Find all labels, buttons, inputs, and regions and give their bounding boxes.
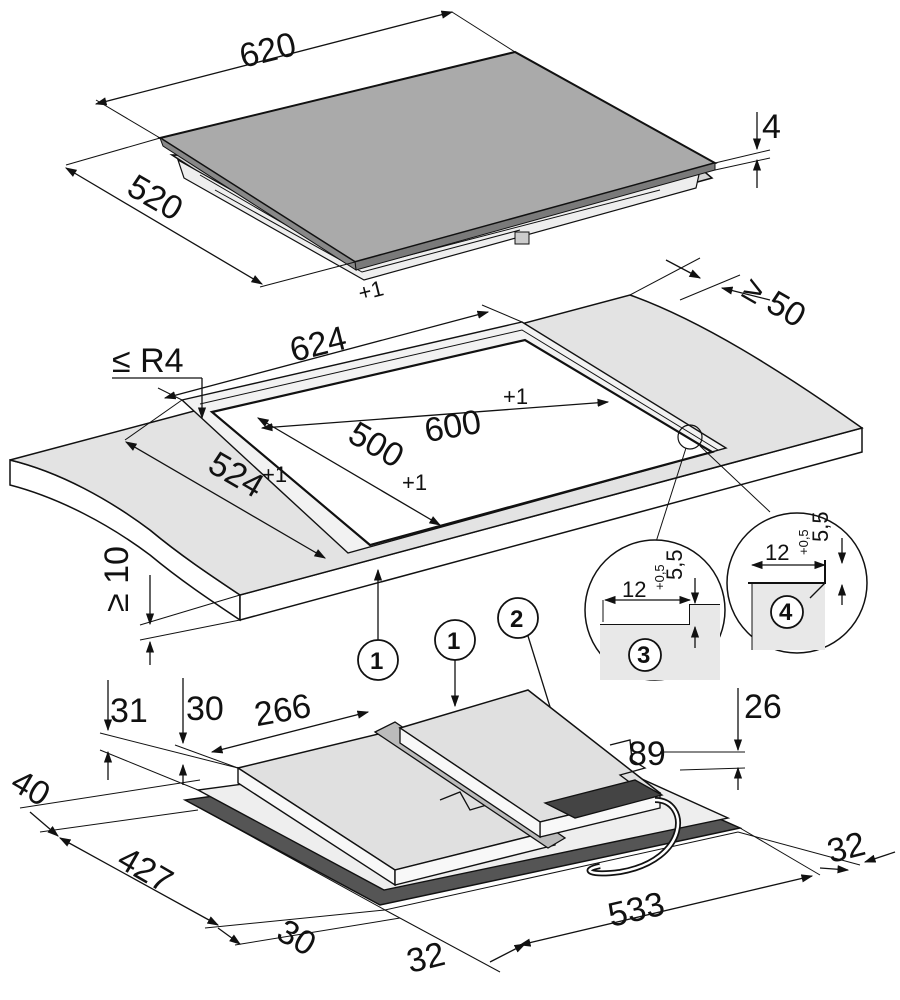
svg-text:1: 1 [447, 628, 460, 655]
detail-3-inset: 12 5,5 +0,5 3 [584, 447, 726, 681]
underside-89-label: 89 [628, 735, 666, 773]
underside-427-label: 427 [111, 839, 179, 900]
detail-4-inset: 12 5,5 +0,5 4 [699, 445, 868, 654]
hob-illustration [157, 50, 718, 281]
dim-glass-thickness: 4 [714, 108, 781, 188]
underside-30-bottom-label: 30 [270, 912, 322, 964]
dim-underside-32-bottom: 32 [384, 909, 527, 981]
dim-underside-427: 427 [58, 837, 220, 926]
cutout-outer-depth-tol: +1 [262, 462, 287, 487]
callout-1-left: 1 [357, 639, 399, 681]
glass-ceramic-top [157, 50, 718, 264]
rear-distance-label: ≥ 50 [736, 269, 812, 335]
dim-underside-30: 30 [174, 678, 239, 785]
detail3-depth: 5,5 [662, 549, 687, 580]
detail3-width: 12 [622, 577, 646, 602]
dim-underside-89: 89 [628, 735, 666, 773]
dim-underside-32-right: 32 [737, 825, 896, 874]
dim-worktop-thickness: ≥ 10 [98, 546, 241, 665]
underside-26-label: 26 [744, 688, 782, 726]
svg-text:1: 1 [370, 648, 383, 675]
detail3-tol: +0,5 [652, 564, 667, 590]
cutout-outer-width-label: 624 [286, 319, 350, 370]
detail3-number: 3 [637, 642, 650, 669]
detail4-width: 12 [765, 540, 789, 565]
dim-corner-radius: ≤ R4 [112, 342, 207, 420]
underside-40-label: 40 [5, 762, 57, 814]
dim-underside-26: 26 [660, 688, 782, 790]
detail4-depth: 5,5 [808, 511, 833, 542]
underside-31-label: 31 [110, 692, 148, 730]
underside-30-label: 30 [186, 690, 224, 728]
hob-underside-illustration [182, 689, 743, 911]
detail4-tol: +0,5 [796, 529, 811, 555]
corner-radius-label: ≤ R4 [112, 342, 184, 380]
underside-32-right-label: 32 [823, 825, 869, 871]
worktop-thickness-label: ≥ 10 [98, 546, 136, 612]
svg-text:2: 2 [510, 606, 523, 633]
dim-underside-40: 40 [5, 762, 201, 837]
cutout-inner-depth-tol: +1 [402, 470, 427, 495]
hob-depth-label: 520 [121, 167, 189, 228]
dim-underside-30-bottom: 30 [204, 909, 401, 964]
callout-1-right: 1 [434, 619, 476, 708]
cutout-outer-width-tol: +1 [356, 275, 386, 305]
hob-width-label: 620 [236, 25, 300, 76]
underside-533-label: 533 [604, 885, 668, 935]
underside-32-bottom-label: 32 [403, 935, 449, 981]
glass-thickness-label: 4 [762, 108, 781, 146]
detail4-number: 4 [779, 599, 793, 626]
cutout-inner-width-tol: +1 [503, 384, 528, 409]
underside-266-label: 266 [251, 687, 313, 734]
